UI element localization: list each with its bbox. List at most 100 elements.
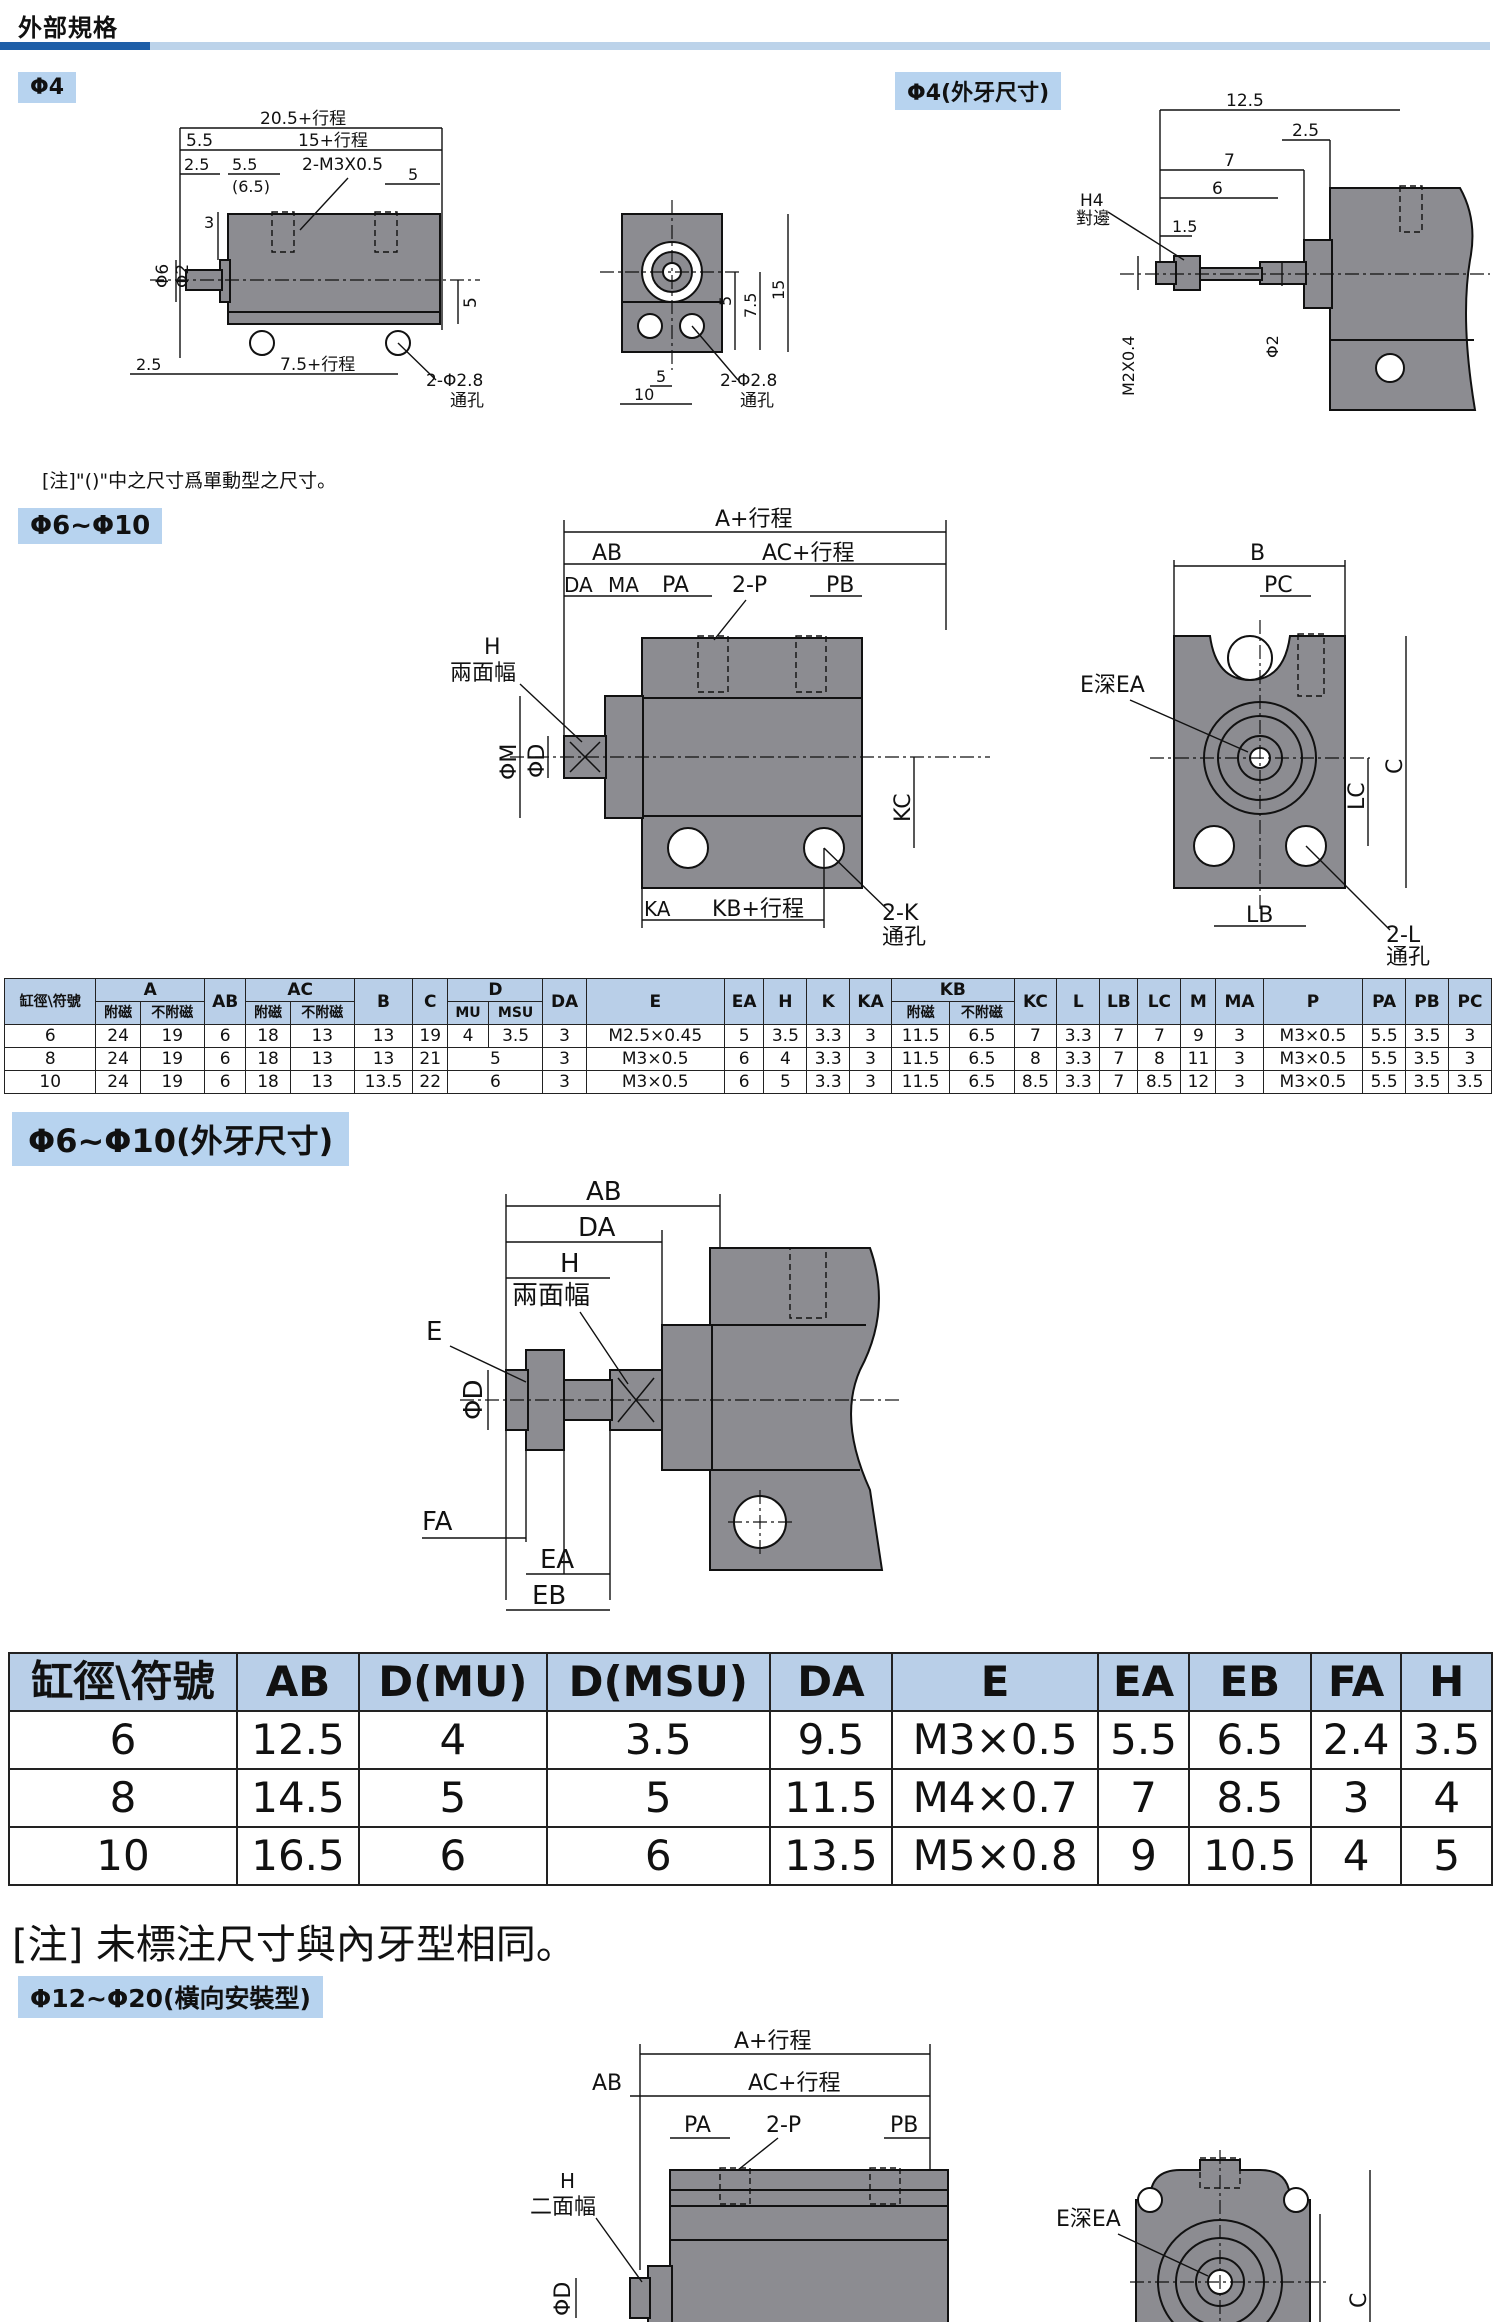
stud-end [1155,261,1177,285]
dim-label: 2.5 [136,355,161,374]
dim-label: PB [826,573,854,598]
section-label-phi4-ext: Φ4(外牙尺寸) [895,72,1062,110]
dim-label: H [560,2169,575,2193]
table-cell: 6.5 [1187,1710,1312,1770]
table-row: 6 24 19 6 18 13 13 19 4 3.5 3 M2.5×0.45 … [3,1024,1493,1048]
col-subheader: MSU [487,1001,544,1025]
table-row: 10 16.5 6 6 13.5 M5×0.8 9 10.5 4 5 [8,1826,1493,1886]
table-cell: 3.5 [1405,1070,1449,1094]
table-cell: 8.5 [1013,1070,1058,1094]
table-cell: 4 [358,1710,548,1770]
col-header: PC [1447,978,1493,1025]
table-cell: 13 [289,1024,355,1048]
dim-label: 20.5+行程 [260,109,346,129]
table-cell: 3.5 [1405,1047,1449,1071]
table-cell: 5 [545,1768,771,1828]
dim-label: 7 [1224,151,1235,171]
dim-label: DA [578,1213,616,1243]
cylinder-body [669,2169,949,2322]
table-cell: 19 [139,1047,205,1071]
table-cell: 3.5 [487,1024,544,1048]
hex-nut [1173,255,1201,291]
table-cell: 6 [3,1024,97,1048]
table-cell: M4×0.7 [890,1768,1100,1828]
note-single-acting: [注]"()"中之尺寸爲單動型之尺寸。 [42,470,337,492]
col-subheader: 附磁 [245,1001,291,1025]
dim-label: ΦM [497,744,522,780]
table-cell: 3 [1215,1024,1264,1048]
table-cell: M3×0.5 [585,1047,725,1071]
dim-label: C [1347,2293,1372,2308]
table-cell: 4 [763,1047,808,1071]
table-cell: 11.5 [891,1047,951,1071]
cylinder-body [1329,187,1477,411]
col-header: DA [768,1652,894,1712]
table-cell: 10 [8,1826,238,1886]
col-header: AC [245,978,355,1002]
table-cell: 3.5 [1400,1710,1493,1770]
col-header: 缸徑\符號 [8,1652,238,1712]
piston-rod [1259,261,1307,285]
col-header: KB [891,978,1015,1002]
table-cell: 5 [1400,1826,1493,1886]
dim-label: EA [540,1545,574,1575]
dim-label: B [1250,541,1265,566]
table-cell: 7 [1099,1024,1139,1048]
col-header: DA [542,978,587,1025]
dim-label: 6 [1212,179,1223,199]
col-subheader: 附磁 [95,1001,141,1025]
table-cell: 11 [1180,1047,1217,1071]
col-subheader: 不附磁 [289,1001,355,1025]
table-cell: 6.5 [949,1024,1015,1048]
table-cell: M5×0.8 [890,1826,1100,1886]
diagram-phi6-10-end: B PC E深EA LC C LB 2-L 通孔 [1080,541,1430,970]
table-cell: 11.5 [891,1070,951,1094]
col-header: 缸徑\符號 [3,978,97,1025]
table-cell: 3 [1309,1768,1403,1828]
table-cell: 6 [447,1070,544,1094]
dim-label: 15+行程 [298,131,368,151]
table-cell: 9.5 [768,1710,894,1770]
col-subheader: 附磁 [891,1001,951,1025]
dim-label: A+行程 [734,2029,811,2054]
col-header: KA [849,978,893,1025]
table-cell: 4 [1309,1826,1403,1886]
table-cell: 8.5 [1137,1070,1182,1094]
table-cell: 4 [447,1024,489,1048]
col-header: AB [235,1652,361,1712]
table-cell: 4 [1400,1768,1493,1828]
table-cell: 5 [358,1768,548,1828]
table-cell: 3 [1447,1024,1493,1048]
table-cell: 13 [353,1024,414,1048]
col-header: K [806,978,851,1025]
dim-label: E深EA [1056,2207,1121,2232]
dim-label: 2-M3X0.5 [302,155,383,175]
table-row: 6 12.5 4 3.5 9.5 M3×0.5 5.5 6.5 2.4 3.5 [8,1710,1493,1770]
table-cell: 13.5 [353,1070,414,1094]
table-cell: 24 [95,1024,141,1048]
dim-label: 7.5+行程 [280,355,355,375]
table-cell: 7 [1099,1070,1139,1094]
dim-label: 兩面幅 [512,1281,590,1311]
table-cell: 19 [412,1024,449,1048]
table-row: 10 24 19 6 18 13 13.5 22 6 3 M3×0.5 6 5 … [3,1070,1493,1094]
col-subheader: MU [447,1001,489,1025]
spec-table-ext-thread: 缸徑\符號 AB D(MU) D(MSU) DA E EA EB FA H 6 … [8,1652,1493,1886]
dim-label: 2-K [882,901,919,926]
table-cell: 3 [849,1024,893,1048]
section-label-phi6-10: Φ6~Φ10 [18,508,163,544]
table-cell: 6 [358,1826,548,1886]
table-cell: 6.5 [949,1047,1015,1071]
col-header: EB [1187,1652,1312,1712]
table-cell: 6 [545,1826,771,1886]
table-cell: 3 [849,1047,893,1071]
col-header: B [353,978,414,1025]
table-cell: 3.3 [806,1047,851,1071]
table-cell: 13 [289,1070,355,1094]
col-header: KC [1013,978,1058,1025]
col-subheader: 不附磁 [139,1001,205,1025]
section-label-phi6-10-ext: Φ6~Φ10(外牙尺寸) [12,1112,350,1166]
col-header: MA [1215,978,1264,1025]
dim-label: E [426,1317,442,1347]
table-cell: M3×0.5 [1262,1070,1364,1094]
